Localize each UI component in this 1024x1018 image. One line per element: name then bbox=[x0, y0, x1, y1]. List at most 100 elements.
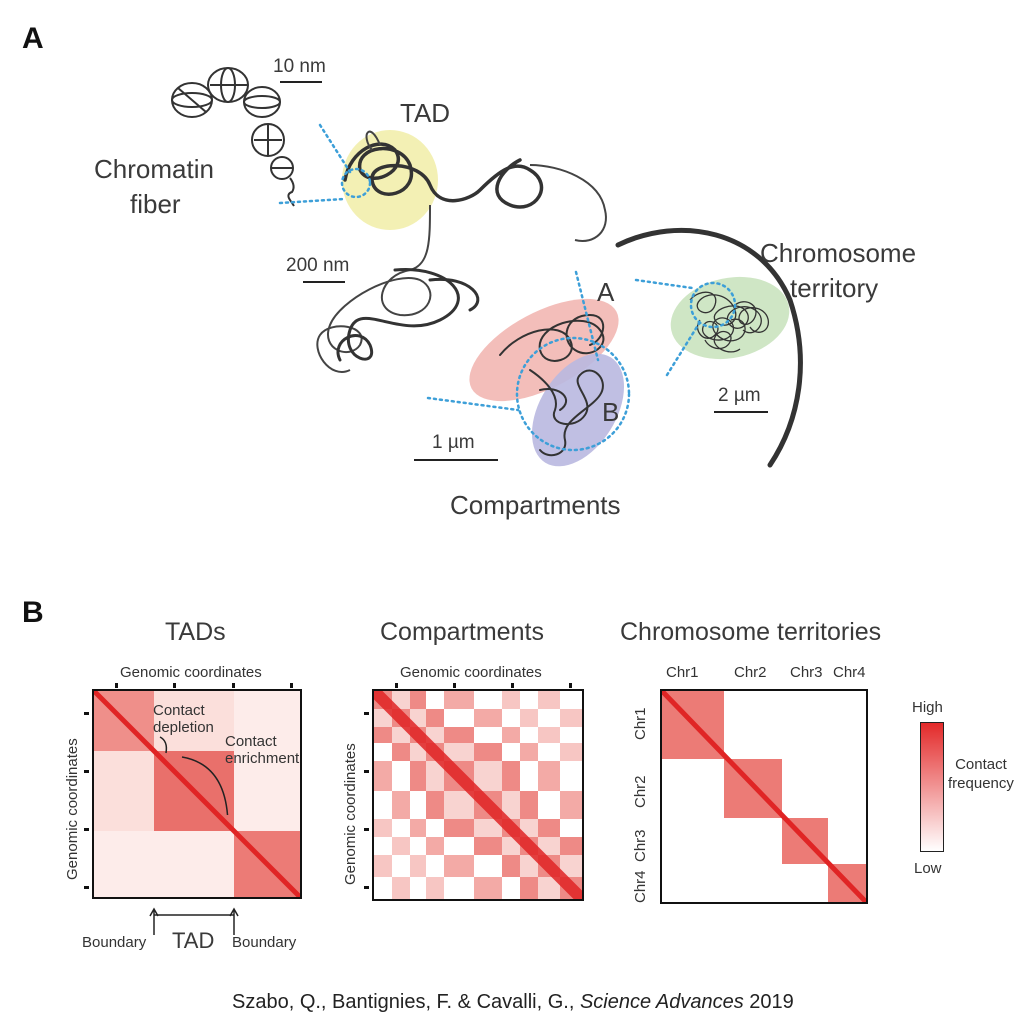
compartment-cell bbox=[410, 855, 426, 877]
compartment-cell bbox=[520, 761, 538, 791]
compartment-cell bbox=[538, 791, 560, 819]
legend-colorbar bbox=[920, 722, 944, 852]
compartment-cell bbox=[392, 877, 410, 899]
compartment-cell bbox=[392, 691, 410, 709]
compartment-cell bbox=[374, 791, 392, 819]
territories-heatmap bbox=[660, 689, 868, 904]
boundary-left-label: Boundary bbox=[82, 934, 147, 951]
compartment-cell bbox=[392, 761, 410, 791]
compartments-title: Compartments bbox=[380, 618, 544, 646]
legend-label: Contact frequency bbox=[948, 755, 1014, 793]
compartment-cell bbox=[520, 709, 538, 727]
compartment-cell bbox=[374, 727, 392, 743]
scale-label-200nm: 200 nm bbox=[286, 255, 350, 276]
compartment-cell bbox=[374, 819, 392, 837]
scale-label-1um: 1 µm bbox=[432, 432, 475, 453]
compartment-cell bbox=[560, 691, 582, 709]
compartment-cell bbox=[444, 837, 474, 855]
compartment-cell bbox=[560, 727, 582, 743]
compartments-heatmap bbox=[372, 689, 584, 901]
compartment-cell bbox=[392, 727, 410, 743]
compartment-cell bbox=[502, 727, 520, 743]
compartment-cell bbox=[410, 877, 426, 899]
compartment-cell bbox=[538, 877, 560, 899]
panel-b-letter: B bbox=[22, 596, 44, 629]
territory-row-chr2: Chr2 bbox=[632, 775, 649, 808]
compartments-label: Compartments bbox=[450, 490, 621, 520]
territory-row-chr3: Chr3 bbox=[632, 829, 649, 862]
tad-boundary-bracket bbox=[149, 907, 239, 935]
compartment-cell bbox=[392, 837, 410, 855]
compartment-cell bbox=[392, 743, 410, 761]
zoom-guides bbox=[278, 123, 737, 452]
chromosome-territory-label-line2: territory bbox=[790, 273, 879, 303]
compartment-cell bbox=[474, 709, 502, 727]
compartment-cell bbox=[392, 819, 410, 837]
compartment-cell bbox=[474, 743, 502, 761]
compartment-cell bbox=[538, 709, 560, 727]
compartment-cell bbox=[560, 761, 582, 791]
compartment-a-highlight bbox=[469, 298, 619, 402]
compartment-cell bbox=[520, 855, 538, 877]
compartment-cell bbox=[374, 877, 392, 899]
scale-bars bbox=[280, 81, 768, 461]
compartment-cell bbox=[560, 743, 582, 761]
compartment-cell bbox=[444, 791, 474, 819]
citation-journal: Science Advances bbox=[579, 991, 744, 1013]
territory-row-chr1: Chr1 bbox=[632, 707, 649, 740]
compartment-fiber bbox=[499, 313, 605, 457]
legend-low: Low bbox=[914, 860, 942, 877]
chromatin-fiber-label-line2: fiber bbox=[130, 189, 181, 219]
compartment-cell bbox=[502, 709, 520, 727]
compartment-cell bbox=[502, 761, 520, 791]
tads-annotation-arrows bbox=[159, 736, 229, 815]
tads-title: TADs bbox=[165, 618, 226, 646]
chromosome-territory-label-line1: Chromosome bbox=[760, 238, 917, 268]
compartment-cell bbox=[502, 877, 520, 899]
compartment-cell bbox=[502, 791, 520, 819]
legend-high: High bbox=[912, 699, 943, 716]
chromatin-fiber-label-line1: Chromatin bbox=[94, 154, 214, 184]
territory-tangle bbox=[689, 291, 769, 353]
compartment-cell bbox=[502, 691, 520, 709]
compartment-cell bbox=[426, 709, 444, 727]
panel-a-letter: A bbox=[22, 22, 44, 55]
scale-label-2um: 2 µm bbox=[718, 385, 761, 406]
compartment-cell bbox=[502, 743, 520, 761]
territory-col-chr4: Chr4 bbox=[833, 664, 866, 681]
compartment-cell bbox=[474, 819, 502, 837]
compartment-cell bbox=[520, 791, 538, 819]
panel-a-illustration bbox=[171, 67, 803, 468]
contact-enrichment-annotation: Contact enrichment bbox=[225, 733, 299, 767]
compartment-cell bbox=[520, 877, 538, 899]
compartment-cell bbox=[474, 855, 502, 877]
compartment-cell bbox=[410, 743, 426, 761]
compartment-cell bbox=[520, 743, 538, 761]
citation: Szabo, Q., Bantignies, F. & Cavalli, G.,… bbox=[232, 991, 794, 1014]
compartments-ylabel: Genomic coordinates bbox=[342, 743, 359, 885]
compartment-cell bbox=[538, 761, 560, 791]
chromatin-fiber-200nm bbox=[343, 142, 544, 209]
compartment-cell bbox=[374, 855, 392, 877]
compartment-cell bbox=[410, 837, 426, 855]
compartment-cell bbox=[444, 743, 474, 761]
compartment-cell bbox=[426, 791, 444, 819]
enrichment-line2: enrichment bbox=[225, 750, 300, 767]
compartment-cell bbox=[410, 709, 426, 727]
compartment-cell bbox=[392, 855, 410, 877]
compartment-cell bbox=[444, 691, 474, 709]
compartment-cell bbox=[560, 837, 582, 855]
enrichment-line1: Contact bbox=[225, 733, 277, 750]
territories-title: Chromosome territories bbox=[620, 618, 882, 646]
compartment-cell bbox=[520, 691, 538, 709]
compartment-cell bbox=[502, 855, 520, 877]
compartment-cell bbox=[560, 709, 582, 727]
tad-bracket-label: TAD bbox=[172, 928, 215, 953]
tads-xlabel: Genomic coordinates bbox=[120, 664, 262, 681]
territory-col-chr3: Chr3 bbox=[790, 664, 823, 681]
boundary-right-label: Boundary bbox=[232, 934, 297, 951]
compartment-cell bbox=[538, 819, 560, 837]
compartment-cell bbox=[426, 819, 444, 837]
compartment-cell bbox=[474, 727, 502, 743]
tads-ticks bbox=[84, 683, 293, 889]
